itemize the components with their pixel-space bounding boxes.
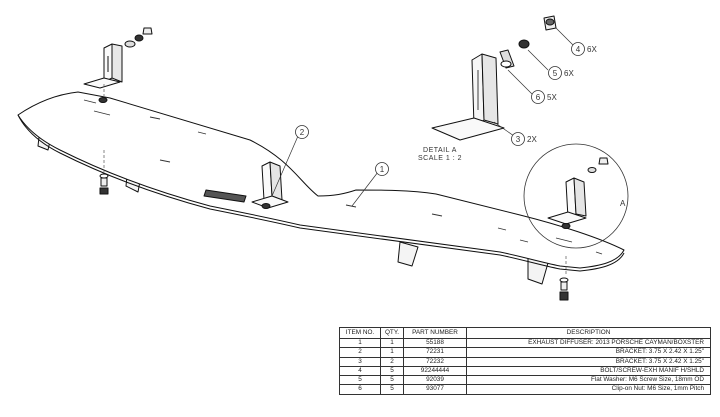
bom-qty: 5 (380, 375, 404, 386)
detail-tag: A (620, 199, 626, 208)
diffuser-plate (17, 91, 625, 269)
surface-marks (83, 99, 603, 255)
detail-scale: SCALE 1 : 2 (418, 155, 462, 162)
svg-text:5: 5 (553, 69, 558, 78)
bom-item-no: 3 (339, 356, 381, 367)
center-bracket (251, 161, 289, 209)
svg-text:1: 1 (380, 165, 385, 174)
bom-qty: 2 (380, 356, 404, 367)
bom-qty: 5 (380, 365, 404, 377)
bom-description: Flat Washer: M6 Screw Size, 18mm OD (466, 375, 711, 386)
svg-text:4: 4 (576, 45, 581, 54)
leader-lines (271, 27, 575, 207)
bom-description: EXHAUST DIFFUSER: 2013 PORSCHE CAYMAN/BO… (466, 337, 711, 349)
bom-row: 5 5 92039 Flat Washer: M6 Screw Size, 18… (339, 375, 711, 386)
right-hardware (587, 157, 609, 173)
diffuser-plate-edge (17, 114, 625, 272)
bom-header-part-number: PART NUMBER (403, 327, 467, 339)
bom-item-no: 1 (339, 337, 381, 349)
right-bracket (547, 177, 587, 229)
bom-part-number: 72232 (403, 356, 467, 367)
bom-qty: 1 (380, 337, 404, 349)
bom-item-no: 4 (339, 365, 381, 377)
left-bracket (83, 43, 123, 89)
balloon-3: 3 2X (511, 132, 537, 146)
bill-of-materials: ITEM NO. QTY. PART NUMBER DESCRIPTION 1 … (339, 327, 711, 395)
bom-description: BRACKET: 3.75 X 2.42 X 1.25" (466, 347, 711, 358)
bom-row: 4 5 92244444 BOLT/SCREW-EXH MANIF H/SHLD (339, 365, 711, 377)
bom-header-item-no: ITEM NO. (339, 327, 381, 339)
bom-part-number: 92244444 (403, 365, 467, 377)
bom-row: 2 1 72231 BRACKET: 3.75 X 2.42 X 1.25" (339, 347, 711, 358)
bom-item-no: 6 (339, 384, 381, 395)
diffuser-fin (397, 241, 419, 267)
balloon-2: 2 (295, 125, 309, 139)
bom-part-number: 92039 (403, 375, 467, 386)
bom-qty: 1 (380, 347, 404, 358)
bom-part-number: 55188 (403, 337, 467, 349)
bom-header-description: DESCRIPTION (466, 327, 711, 339)
diffuser-assembly (17, 27, 625, 301)
bom-header-row: ITEM NO. QTY. PART NUMBER DESCRIPTION (339, 327, 711, 339)
bom-part-number: 93077 (403, 384, 467, 395)
balloon-5-qty: 6X (564, 69, 574, 78)
bom-row: 6 5 93077 Clip-on Nut: M6 Size, 1mm Pitc… (339, 384, 711, 395)
bom-description: Clip-on Nut: M6 Size, 1mm Pitch (466, 384, 711, 395)
bom-header-qty: QTY. (380, 327, 404, 339)
bom-row: 1 1 55188 EXHAUST DIFFUSER: 2013 PORSCHE… (339, 337, 711, 349)
balloon-4: 4 6X (571, 42, 597, 56)
bom-qty: 5 (380, 384, 404, 395)
svg-text:6: 6 (536, 93, 541, 102)
logo-plate (203, 189, 247, 203)
balloon-1: 1 (375, 162, 389, 176)
detail-title: DETAIL A (423, 147, 457, 154)
detail-view (431, 15, 557, 141)
balloon-4-qty: 6X (587, 45, 597, 54)
bom-description: BRACKET: 3.75 X 2.42 X 1.25" (466, 356, 711, 367)
right-bottom-bolt (559, 277, 569, 301)
bom-item-no: 5 (339, 375, 381, 386)
svg-text:2: 2 (300, 128, 305, 137)
balloon-3-qty: 2X (527, 135, 537, 144)
balloon-5: 5 6X (548, 66, 574, 80)
bom-part-number: 72231 (403, 347, 467, 358)
balloon-6: 6 5X (531, 90, 557, 104)
bom-row: 3 2 72232 BRACKET: 3.75 X 2.42 X 1.25" (339, 356, 711, 367)
svg-text:3: 3 (516, 135, 521, 144)
bom-description: BOLT/SCREW-EXH MANIF H/SHLD (466, 365, 711, 377)
balloon-6-qty: 5X (547, 93, 557, 102)
detail-circle (523, 143, 629, 249)
left-bottom-bolt (99, 173, 109, 195)
bom-item-no: 2 (339, 347, 381, 358)
left-hardware (98, 27, 153, 103)
